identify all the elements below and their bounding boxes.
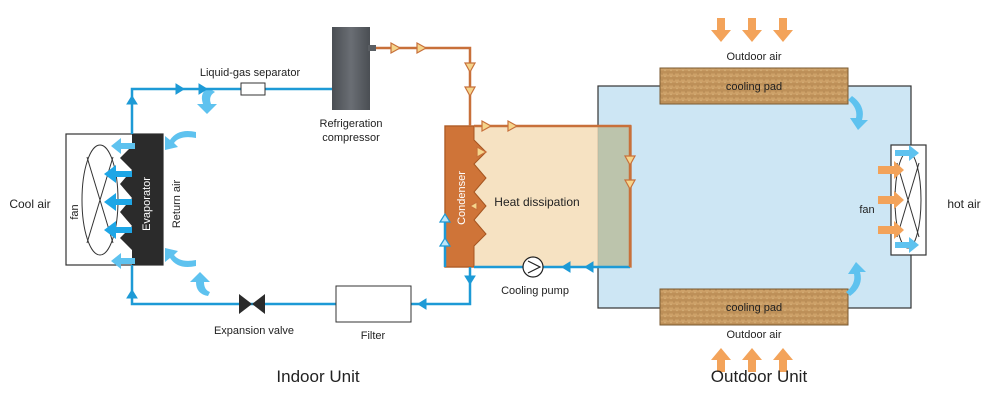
flow-arrow-icon [390, 41, 402, 55]
heat-dissipation-label: Heat dissipation [494, 195, 579, 209]
outdoor-unit-title: Outdoor Unit [711, 367, 808, 386]
outdoor-air-bottom-arrows [711, 348, 793, 372]
condenser-block [444, 125, 487, 268]
cold-flow-arrows-hollow [438, 212, 452, 247]
curve-arrow-icon [846, 262, 866, 296]
cooling-pump-icon [522, 256, 544, 278]
hot-refrigerant-pipe [370, 46, 632, 267]
expansion-valve-label: Expansion valve [214, 325, 294, 337]
return-air-arrow-icon [190, 272, 210, 296]
cool-air-strong-arrows [104, 165, 132, 239]
indoor-unit-title: Indoor Unit [276, 367, 359, 386]
air-arrow-icon [773, 348, 793, 372]
flow-arrow-icon [623, 155, 637, 167]
cooling-pad-bottom-label: cooling pad [726, 302, 782, 314]
liquid-gas-separator [240, 82, 266, 96]
condenser-label: Condenser [456, 171, 468, 225]
air-arrow-icon [742, 18, 762, 42]
outdoor-air-top-arrows [711, 18, 793, 42]
flow-arrow-icon [438, 212, 452, 223]
air-arrow-icon [711, 18, 731, 42]
compressor-label-line1: Refrigeration [320, 118, 383, 130]
flow-arrow-icon [481, 119, 493, 133]
flow-arrow-icon [561, 261, 571, 273]
right-fan-label: fan [859, 204, 874, 216]
air-arrow-icon [773, 18, 793, 42]
outdoor-airflow-curves [846, 96, 868, 296]
right-fan-cool-arrows [895, 145, 919, 253]
flow-arrow-icon [476, 145, 488, 159]
return-air-arrow-icon [197, 88, 217, 114]
expansion-valve-icon [239, 294, 265, 314]
flow-arrow-icon [464, 275, 476, 285]
flow-arrow-icon [126, 95, 138, 105]
cooling-pump-label: Cooling pump [501, 285, 569, 297]
flow-arrow-icon [126, 289, 138, 299]
flow-arrow-icon [416, 41, 428, 55]
flow-arrow-icon [623, 179, 637, 191]
hot-air-label: hot air [947, 197, 980, 211]
return-air-arrow-icon [165, 248, 196, 267]
flow-arrow-icon [463, 62, 477, 74]
compressor-label-line2: compressor [322, 132, 380, 144]
flow-arrow-icon [438, 236, 452, 247]
air-arrow-icon [711, 348, 731, 372]
return-air-arrows [165, 88, 217, 296]
evaporator-label: Evaporator [141, 177, 153, 231]
cool-air-arrow-icon [104, 193, 132, 211]
cool-air-label: Cool air [9, 197, 50, 211]
flow-arrow-icon [463, 86, 477, 98]
flow-arrow-icon [468, 200, 478, 212]
curve-arrow-icon [848, 96, 868, 130]
filter-label: Filter [361, 330, 386, 342]
hot-air-arrow-icon [878, 161, 904, 179]
cooling-pad-bottom [659, 288, 849, 326]
hot-flow-arrows [390, 41, 637, 212]
filter-box [335, 285, 412, 323]
hot-air-arrow-icon [878, 191, 904, 209]
cool-air-arrow-icon [111, 138, 135, 154]
outdoor-air-bottom-label: Outdoor air [726, 329, 781, 341]
heat-overlap-shade [598, 126, 631, 267]
cooling-pad-top [659, 67, 849, 105]
cool-air-arrows [111, 138, 135, 269]
air-arrow-icon [742, 348, 762, 372]
cool-air-arrow-icon [111, 253, 135, 269]
flow-arrow-icon [175, 83, 185, 95]
flow-arrow-icon [584, 261, 594, 273]
return-air-arrow-icon [165, 131, 196, 150]
cool-air-arrow-icon [104, 165, 132, 183]
cool-air-arrow-icon [104, 221, 132, 239]
return-air-label: Return air [171, 180, 183, 229]
right-fan-hot-arrows [878, 161, 904, 239]
flow-arrow-icon [198, 83, 208, 95]
compressor-body [332, 27, 370, 110]
outdoor-air-top-label: Outdoor air [726, 51, 781, 63]
flow-arrow-icon [417, 298, 427, 310]
flow-arrow-icon [507, 119, 519, 133]
cooling-pad-top-label: cooling pad [726, 81, 782, 93]
hot-air-arrow-icon [878, 221, 904, 239]
outdoor-water-tank [597, 85, 912, 309]
liquid-gas-separator-label: Liquid-gas separator [200, 67, 301, 79]
air-out-arrow-icon [895, 237, 919, 253]
compressor-outlet [368, 45, 376, 51]
left-fan-label: fan [69, 204, 81, 219]
air-out-arrow-icon [895, 145, 919, 161]
